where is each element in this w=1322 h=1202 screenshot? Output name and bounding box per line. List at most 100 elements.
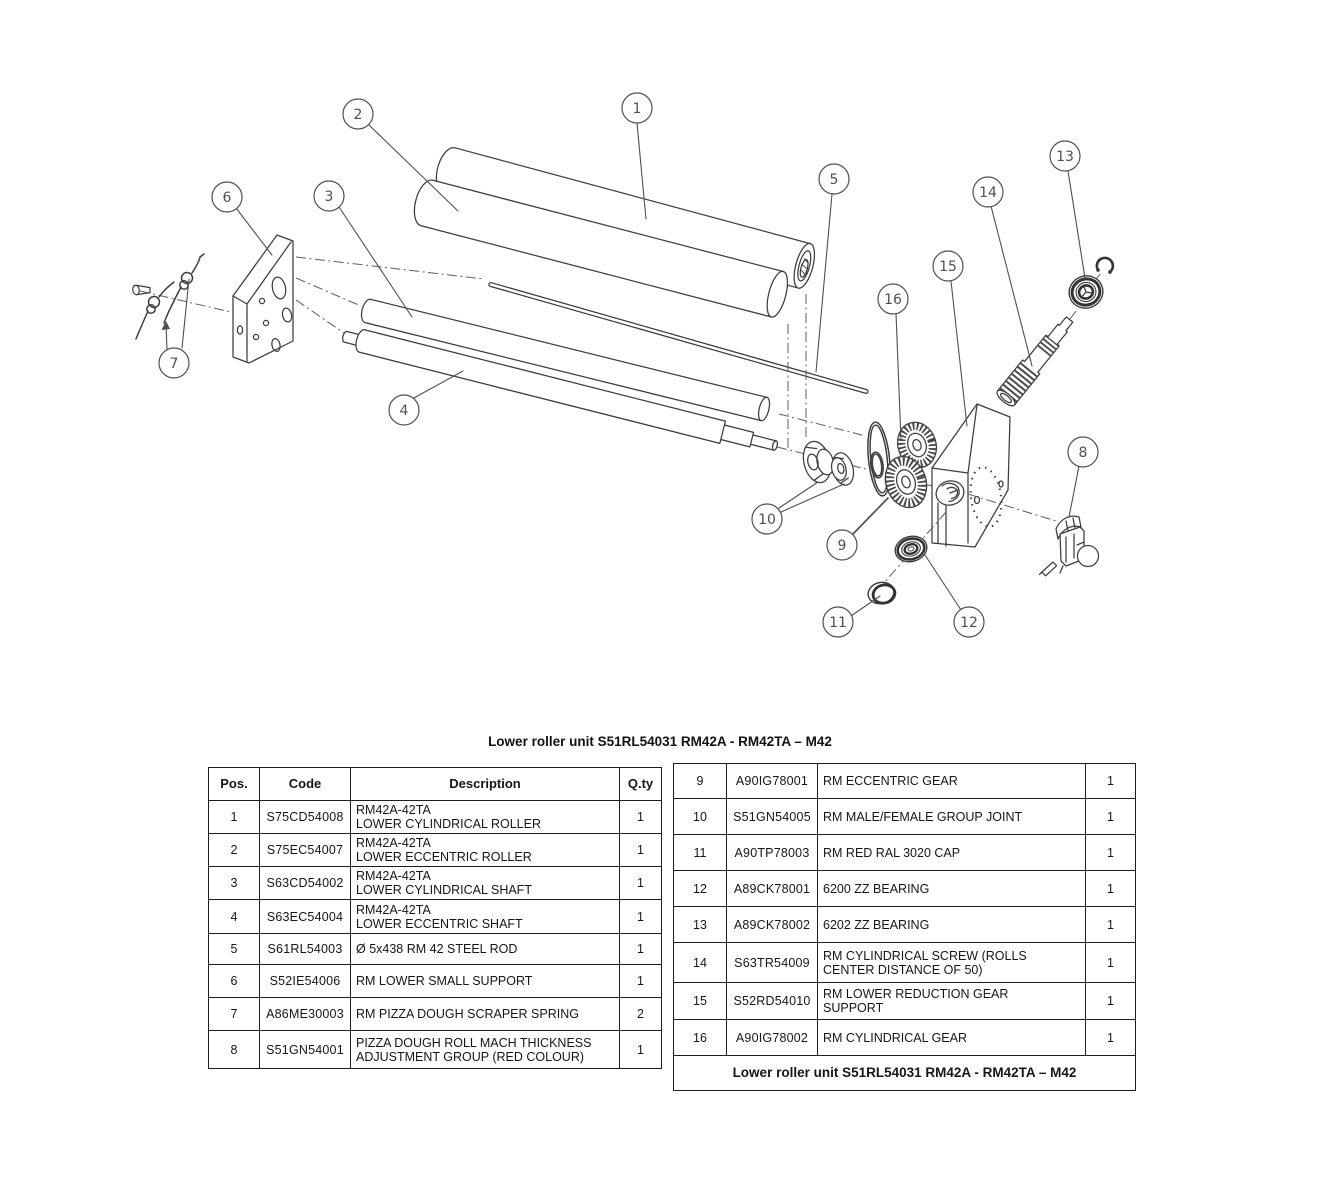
cell-code: S63TR54009 (726, 942, 818, 983)
cell-pos: 15 (673, 982, 727, 1020)
cell-pos: 7 (208, 997, 260, 1031)
table-row: 14 S63TR54009 RM CYLINDRICAL SCREW (ROLL… (673, 942, 1136, 983)
cell-pos: 3 (208, 866, 260, 900)
callout-12: 12 (953, 606, 985, 638)
callout-2: 2 (342, 98, 374, 130)
cell-pos: 4 (208, 899, 260, 934)
steel-rod-5 (488, 281, 869, 394)
callout-14: 14 (972, 176, 1004, 208)
cell-description: RM42A-42TA LOWER CYLINDRICAL SHAFT (350, 866, 620, 900)
cell-qty: 2 (619, 997, 662, 1031)
table-row: 16 A90IG78002 RM CYLINDRICAL GEAR 1 (673, 1019, 1136, 1056)
cell-code: S75CD54008 (259, 800, 351, 834)
cell-description: 6200 ZZ BEARING (817, 870, 1086, 907)
cell-qty: 1 (1085, 870, 1136, 907)
cell-code: S52RD54010 (726, 982, 818, 1020)
cell-pos: 2 (208, 833, 260, 867)
cell-code: S75EC54007 (259, 833, 351, 867)
cell-pos: 11 (673, 834, 727, 871)
callout-1: 1 (621, 92, 653, 124)
cylindrical-gear-16 (896, 421, 938, 469)
callout-8: 8 (1067, 436, 1099, 468)
cylindrical-screw-14 (996, 312, 1079, 407)
snap-ring-13 (1095, 256, 1115, 274)
cell-description: RM CYLINDRICAL SCREW (ROLLS CENTER DISTA… (817, 942, 1086, 983)
cell-description: RM RED RAL 3020 CAP (817, 834, 1086, 871)
col-header-pos: Pos. (208, 767, 260, 801)
callout-7: 7 (158, 347, 190, 379)
cell-qty: 1 (619, 866, 662, 900)
cell-pos: 1 (208, 800, 260, 834)
cell-qty: 1 (1085, 942, 1136, 983)
cell-description: PIZZA DOUGH ROLL MACH THICKNESS ADJUSTME… (350, 1030, 620, 1069)
table-row: 11 A90TP78003 RM RED RAL 3020 CAP 1 (673, 834, 1136, 871)
cell-pos: 9 (673, 763, 727, 799)
cell-description: 6202 ZZ BEARING (817, 906, 1086, 943)
svg-text:7: 7 (170, 356, 179, 372)
cell-code: A90IG78002 (726, 1019, 818, 1056)
eccentric-gear-9 (884, 455, 928, 509)
cylindrical-shaft-3 (360, 298, 771, 422)
cell-qty: 1 (619, 1030, 662, 1069)
reduction-gear-support-15 (931, 403, 1011, 548)
cell-pos: 6 (208, 964, 260, 998)
cell-description: RM ECCENTRIC GEAR (817, 763, 1086, 799)
cell-qty: 1 (619, 899, 662, 934)
callout-16: 16 (877, 283, 909, 315)
page-title: Lower roller unit S51RL54031 RM42A - RM4… (488, 734, 832, 749)
table-row: 8 S51GN54001 PIZZA DOUGH ROLL MACH THICK… (208, 1030, 662, 1069)
cell-pos: 16 (673, 1019, 727, 1056)
callout-15: 15 (932, 250, 964, 282)
col-header-description: Description (350, 767, 620, 801)
cell-pos: 13 (673, 906, 727, 943)
svg-text:15: 15 (939, 259, 957, 275)
callout-6: 6 (211, 181, 243, 213)
table-row: 9 A90IG78001 RM ECCENTRIC GEAR 1 (673, 763, 1136, 799)
callout-4: 4 (388, 394, 420, 426)
callout-10: 10 (751, 503, 783, 535)
scraper-springs-7 (132, 253, 205, 340)
cell-qty: 1 (619, 964, 662, 998)
cell-code: A86ME30003 (259, 997, 351, 1031)
svg-text:2: 2 (354, 107, 363, 123)
table-header-row: Pos. Code Description Q.ty (208, 767, 662, 801)
parts-table-left: Pos. Code Description Q.ty 1 S75CD54008 … (208, 767, 662, 1069)
table-row: 15 S52RD54010 RM LOWER REDUCTION GEAR SU… (673, 982, 1136, 1020)
cell-qty: 1 (619, 800, 662, 834)
table-row: 1 S75CD54008 RM42A-42TA LOWER CYLINDRICA… (208, 800, 662, 834)
cell-code: S51GN54005 (726, 798, 818, 835)
table-row: 10 S51GN54005 RM MALE/FEMALE GROUP JOINT… (673, 798, 1136, 835)
cell-code: S63CD54002 (259, 866, 351, 900)
retaining-rings (867, 421, 891, 497)
cell-code: A89CK78002 (726, 906, 818, 943)
svg-text:11: 11 (829, 615, 847, 631)
cell-description: Ø 5x438 RM 42 STEEL ROD (350, 933, 620, 965)
cell-qty: 1 (1085, 763, 1136, 799)
table-row: 13 A89CK78002 6202 ZZ BEARING 1 (673, 906, 1136, 943)
cell-pos: 8 (208, 1030, 260, 1069)
cell-code: S51GN54001 (259, 1030, 351, 1069)
callout-11: 11 (822, 606, 854, 638)
table-row: 5 S61RL54003 Ø 5x438 RM 42 STEEL ROD 1 (208, 933, 662, 965)
cell-description: RM CYLINDRICAL GEAR (817, 1019, 1086, 1056)
cell-pos: 10 (673, 798, 727, 835)
cell-pos: 5 (208, 933, 260, 965)
cell-description: RM42A-42TA LOWER ECCENTRIC ROLLER (350, 833, 620, 867)
svg-text:14: 14 (979, 185, 997, 201)
cell-qty: 1 (619, 933, 662, 965)
cell-code: S52IE54006 (259, 964, 351, 998)
cell-qty: 1 (1085, 834, 1136, 871)
svg-text:3: 3 (325, 189, 334, 205)
cell-description: RM PIZZA DOUGH SCRAPER SPRING (350, 997, 620, 1031)
cell-code: A90TP78003 (726, 834, 818, 871)
table-row: 7 A86ME30003 RM PIZZA DOUGH SCRAPER SPRI… (208, 997, 662, 1031)
svg-text:9: 9 (838, 538, 847, 554)
cell-pos: 14 (673, 942, 727, 983)
cell-description: RM MALE/FEMALE GROUP JOINT (817, 798, 1086, 835)
eccentric-shaft-4 (342, 329, 779, 451)
small-support-6 (232, 234, 294, 364)
red-cap-11 (867, 581, 897, 605)
cell-description: RM LOWER SMALL SUPPORT (350, 964, 620, 998)
cell-qty: 1 (1085, 798, 1136, 835)
cell-description: RM42A-42TA LOWER ECCENTRIC SHAFT (350, 899, 620, 934)
